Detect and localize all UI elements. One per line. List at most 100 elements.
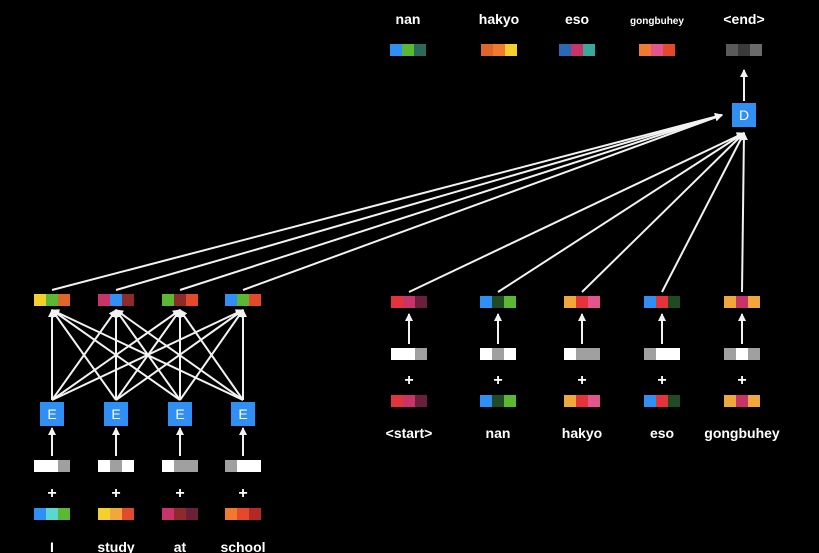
decoder-input-token-2: hakyo xyxy=(562,425,602,441)
decoder-input-embedding-3 xyxy=(644,395,680,407)
decoder-block-label: D xyxy=(739,107,749,123)
encoder-attn-1-0 xyxy=(51,309,117,401)
decoder-input-embedding-1 xyxy=(480,395,516,407)
decoder-input-embedding-4 xyxy=(724,395,760,407)
decoder-position-0-cell-2 xyxy=(415,348,427,360)
encoder-position-1-cell-0 xyxy=(98,460,110,472)
decoder-state-to-block-1 xyxy=(497,132,745,293)
decoder-input-embedding-4-cell-1 xyxy=(736,395,748,407)
decoder-position-3-cell-1 xyxy=(656,348,668,360)
decoder-output-embedding-3-cell-2 xyxy=(663,44,675,56)
decoder-position-0 xyxy=(391,348,427,360)
decoder-state-4-cell-0 xyxy=(724,296,736,308)
decoder-output-token-4: <end> xyxy=(723,11,764,27)
encoder-embedding-3-cell-2 xyxy=(249,508,261,520)
encoder-output-2-cell-0 xyxy=(162,294,174,306)
encoder-position-1-cell-1 xyxy=(110,460,122,472)
encoder-position-0-cell-1 xyxy=(46,460,58,472)
decoder-state-2-cell-1 xyxy=(576,296,588,308)
decoder-state-1-cell-0 xyxy=(480,296,492,308)
encoder-embedding-2-cell-2 xyxy=(186,508,198,520)
decoder-output-token-2: eso xyxy=(565,11,589,27)
decoder-block xyxy=(732,103,756,127)
encoder-block-3 xyxy=(231,402,255,426)
encoder-token-0: I xyxy=(50,539,54,553)
decoder-output-embedding-1-cell-1 xyxy=(493,44,505,56)
decoder-output-embedding-2-cell-2 xyxy=(583,44,595,56)
decoder-output-embedding-4 xyxy=(726,44,762,56)
decoder-output-embedding-4-cell-1 xyxy=(738,44,750,56)
decoder-state-1-cell-1 xyxy=(492,296,504,308)
encoder-output-2-cell-1 xyxy=(174,294,186,306)
encoder-embedding-1 xyxy=(98,508,134,520)
encoder-block-2 xyxy=(168,402,192,426)
decoder-position-4-cell-1 xyxy=(736,348,748,360)
decoder-position-3-cell-0 xyxy=(644,348,656,360)
decoder-input-embedding-0-cell-1 xyxy=(403,395,415,407)
decoder-input-embedding-4-cell-0 xyxy=(724,395,736,407)
encoder-plus-2: + xyxy=(175,485,184,502)
decoder-input-embedding-3-cell-1 xyxy=(656,395,668,407)
decoder-state-2-cell-0 xyxy=(564,296,576,308)
encoder-block-3-label: E xyxy=(238,406,247,422)
encoder-output-2-cell-2 xyxy=(186,294,198,306)
encoder-output-3-cell-0 xyxy=(225,294,237,306)
encoder-embedding-0-cell-0 xyxy=(34,508,46,520)
encoder-output-0 xyxy=(34,294,70,306)
encoder-embedding-2 xyxy=(162,508,198,520)
encoder-position-3-cell-1 xyxy=(237,460,249,472)
decoder-position-2 xyxy=(564,348,600,360)
encoder-position-0-cell-2 xyxy=(58,460,70,472)
encoder-to-decoder-3 xyxy=(242,113,723,291)
decoder-plus-4: + xyxy=(737,372,746,389)
decoder-output-embedding-0-cell-2 xyxy=(414,44,426,56)
decoder-position-2-cell-0 xyxy=(564,348,576,360)
encoder-output-2 xyxy=(162,294,198,306)
decoder-state-4-cell-2 xyxy=(748,296,760,308)
decoder-state-to-block-3 xyxy=(661,132,745,293)
decoder-plus-1: + xyxy=(493,372,502,389)
encoder-plus-0: + xyxy=(47,485,56,502)
decoder-state-2-cell-2 xyxy=(588,296,600,308)
encoder-embedding-2-cell-1 xyxy=(174,508,186,520)
encoder-embedding-2-cell-0 xyxy=(162,508,174,520)
encoder-output-1-cell-2 xyxy=(122,294,134,306)
connection-arrows xyxy=(48,69,748,456)
encoder-embedding-3 xyxy=(225,508,261,520)
encoder-to-decoder-2 xyxy=(179,113,723,291)
decoder-input-token-4: gongbuhey xyxy=(704,425,780,441)
decoder-position-4 xyxy=(724,348,760,360)
encoder-position-0-cell-0 xyxy=(34,460,46,472)
encoder-embedding-1-cell-2 xyxy=(122,508,134,520)
encoder-position-2-cell-0 xyxy=(162,460,174,472)
decoder-input-token-1: nan xyxy=(486,425,511,441)
encoder-position-2 xyxy=(162,460,198,472)
encoder-output-1-cell-1 xyxy=(110,294,122,306)
decoder-state-to-block-2 xyxy=(581,132,745,293)
decoder-output-embedding-2-cell-1 xyxy=(571,44,583,56)
decoder-output-token-0: nan xyxy=(396,11,421,27)
decoder-position-3 xyxy=(644,348,680,360)
decoder-input-embedding-2-cell-2 xyxy=(588,395,600,407)
decoder-plus-2: + xyxy=(577,372,586,389)
encoder-plus-3: + xyxy=(238,485,247,502)
decoder-plus-3: + xyxy=(657,372,666,389)
encoder-position-3 xyxy=(225,460,261,472)
decoder-state-4-cell-1 xyxy=(736,296,748,308)
decoder-position-1-cell-0 xyxy=(480,348,492,360)
decoder-output-embedding-0-cell-0 xyxy=(390,44,402,56)
decoder-output-embedding-1-cell-0 xyxy=(481,44,493,56)
decoder-input-embedding-2-cell-0 xyxy=(564,395,576,407)
decoder-state-1-cell-2 xyxy=(504,296,516,308)
encoder-position-1 xyxy=(98,460,134,472)
encoder-position-3-cell-2 xyxy=(249,460,261,472)
decoder-output-embedding-2-cell-0 xyxy=(559,44,571,56)
decoder-position-2-cell-1 xyxy=(576,348,588,360)
encoder-attn-3-1 xyxy=(115,309,244,401)
encoder-position-2-cell-2 xyxy=(186,460,198,472)
encoder-block-2-label: E xyxy=(175,406,184,422)
decoder-output-embedding-3 xyxy=(639,44,675,56)
encoder-to-decoder-1 xyxy=(115,113,723,291)
encoder-position-1-cell-2 xyxy=(122,460,134,472)
decoder-output-embedding-4-cell-0 xyxy=(726,44,738,56)
